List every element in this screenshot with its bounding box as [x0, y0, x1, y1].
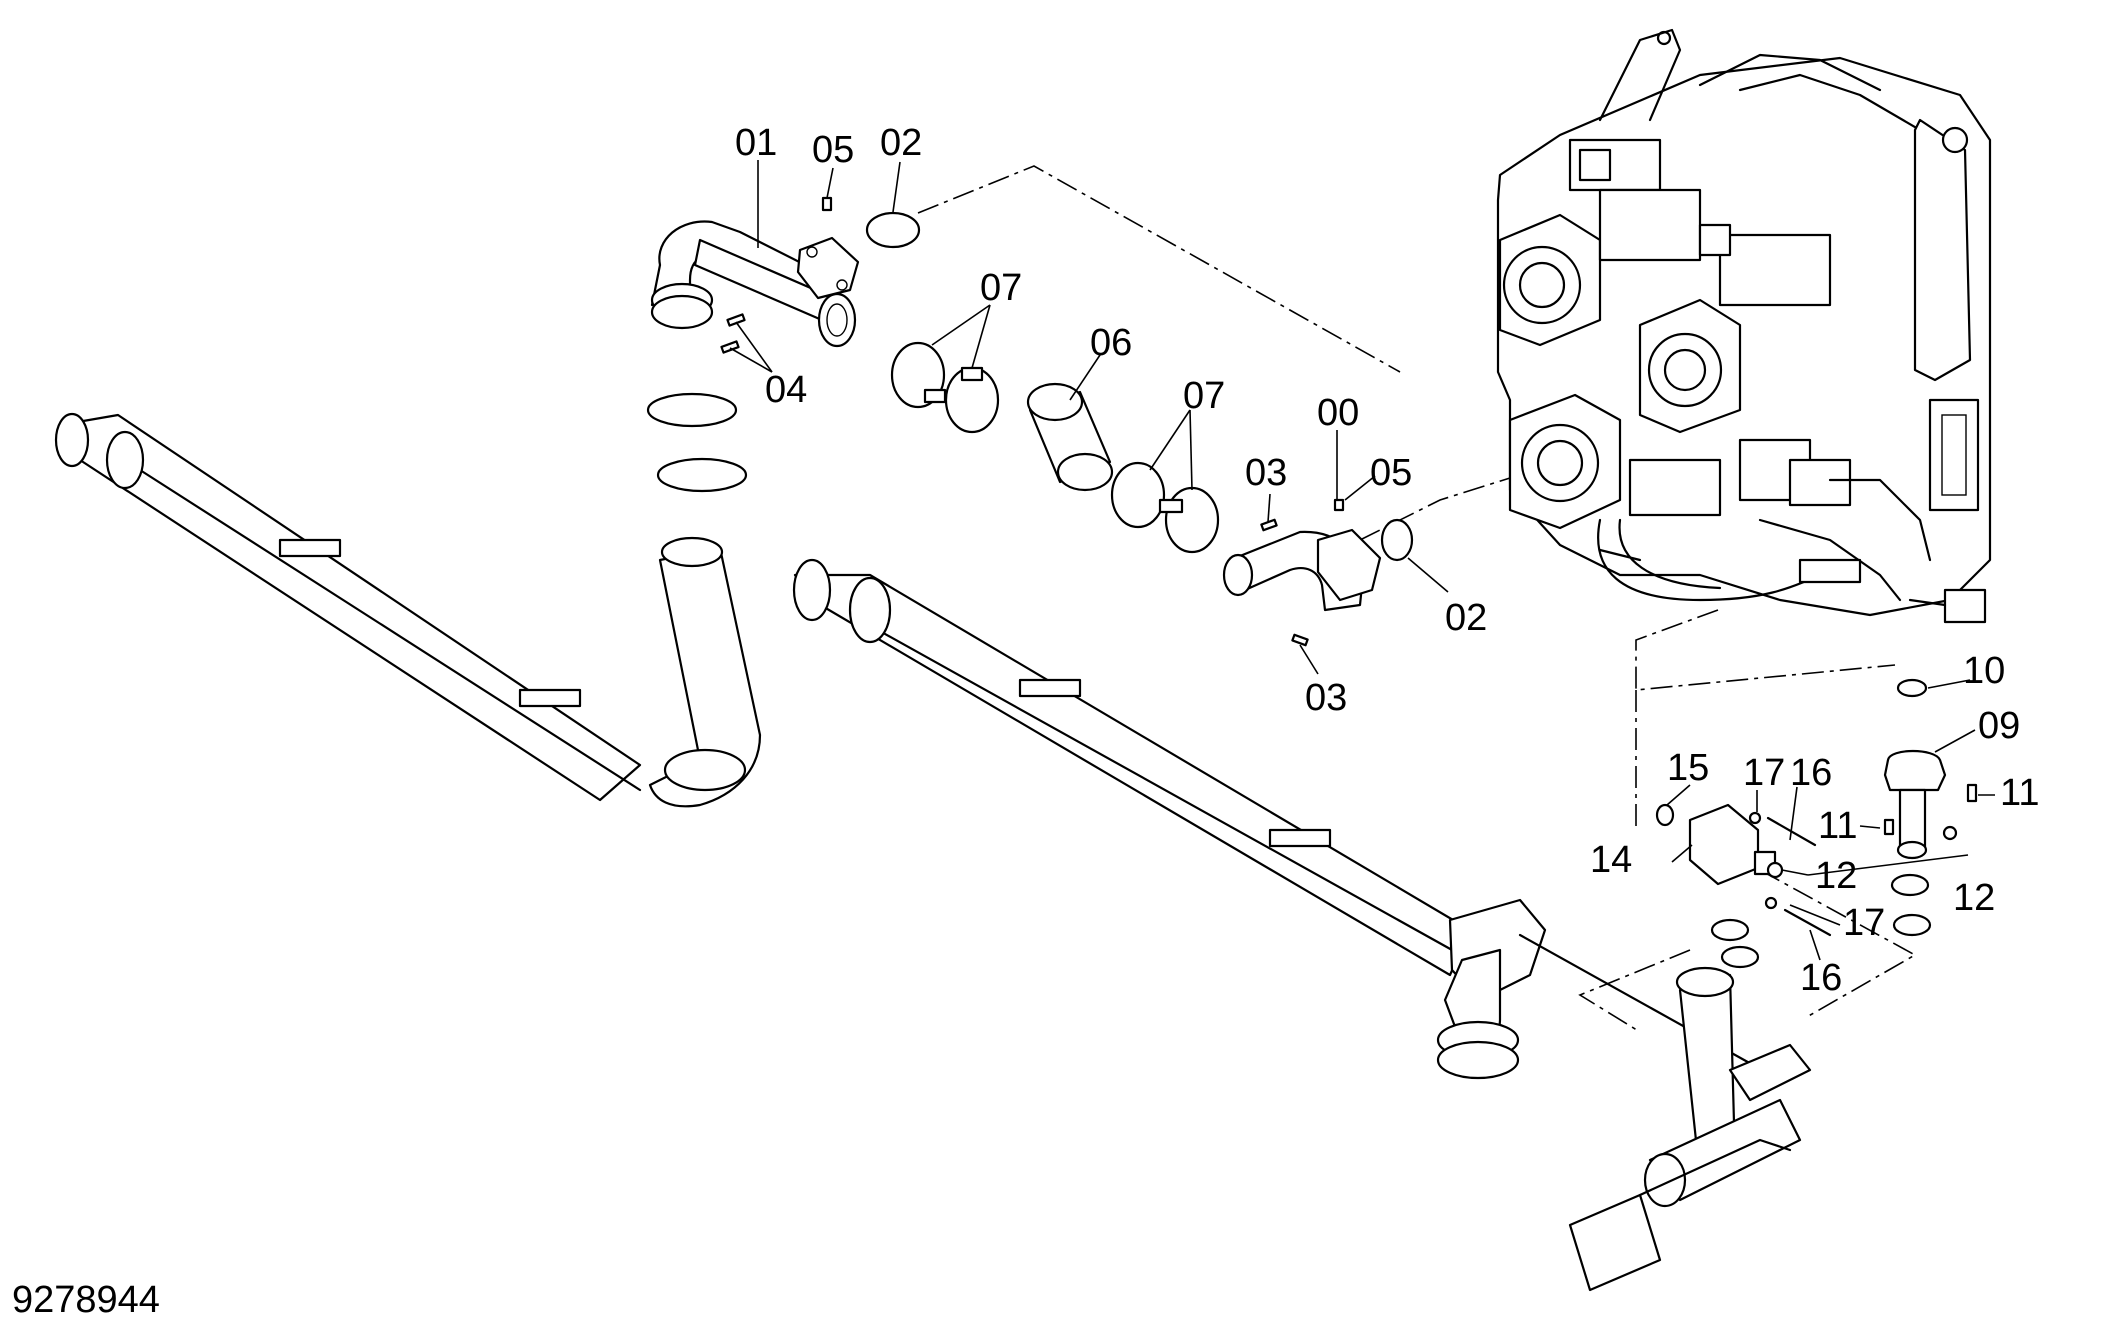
callout-01: 01 — [735, 122, 777, 164]
leader-lines — [729, 160, 1995, 961]
pipe-center — [792, 558, 1547, 1080]
callout-16b: 16 — [1800, 957, 1842, 999]
callout-06: 06 — [1090, 322, 1132, 364]
callout-02b: 02 — [1445, 597, 1487, 639]
clamps-lower-left — [646, 392, 748, 493]
callout-labels: 01 05 02 07 04 06 07 00 03 05 02 03 10 0… — [735, 122, 2039, 999]
pipe-lower-right — [1518, 933, 1812, 1292]
callout-11b: 11 — [2000, 772, 2039, 814]
callout-12b: 12 — [1953, 877, 1995, 919]
sensor-block-14 — [1655, 803, 1832, 969]
pipe-left — [54, 412, 762, 808]
callout-14: 14 — [1590, 839, 1632, 881]
callout-11: 11 — [1818, 805, 1857, 847]
callout-16: 16 — [1790, 752, 1832, 794]
fitting-09 — [1883, 678, 1978, 937]
callout-02: 02 — [880, 122, 922, 164]
callout-12: 12 — [1815, 855, 1857, 897]
small-parts-upper-left — [720, 196, 921, 354]
hose-sleeve-06 — [1026, 382, 1114, 492]
callout-07: 07 — [980, 267, 1022, 309]
clamps-07-left — [890, 341, 1000, 434]
clamps-07-right — [1110, 461, 1220, 554]
callout-17b: 17 — [1843, 902, 1885, 944]
callout-05: 05 — [812, 129, 854, 171]
callout-15: 15 — [1667, 747, 1709, 789]
callout-04: 04 — [765, 369, 807, 411]
callout-03: 03 — [1245, 452, 1287, 494]
pump-engine-unit — [1496, 28, 1992, 624]
callout-09: 09 — [1978, 705, 2020, 747]
callout-10: 10 — [1963, 650, 2005, 692]
elbow-00 — [1222, 498, 1414, 647]
callout-03b: 03 — [1305, 677, 1347, 719]
callout-05b: 05 — [1370, 452, 1412, 494]
document-number: 9278944 — [12, 1279, 160, 1321]
callout-17: 17 — [1743, 752, 1785, 794]
suction-pipe-01 — [650, 220, 860, 348]
callout-00: 00 — [1317, 392, 1359, 434]
callout-07b: 07 — [1183, 375, 1225, 417]
